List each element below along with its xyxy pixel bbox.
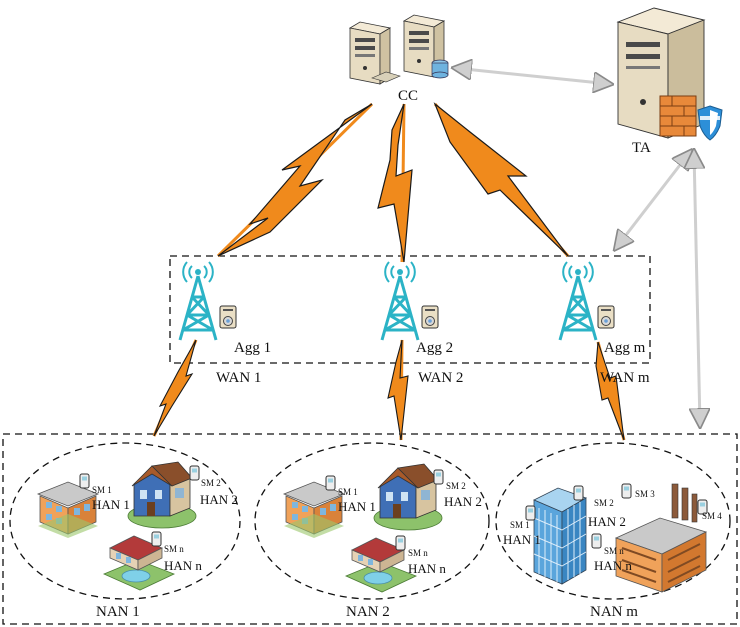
nan-m-meter-n-icon xyxy=(591,533,602,549)
nan-2-house-1-icon xyxy=(283,481,345,539)
ta-aggm-link-arrow xyxy=(616,152,690,248)
database-icon xyxy=(431,59,449,79)
wan-1-label: WAN 1 xyxy=(216,370,261,386)
nan-1-meter-1-icon xyxy=(79,473,90,489)
nan-1-meter-2-icon xyxy=(189,465,200,481)
nan-1-house-1-icon xyxy=(37,481,99,539)
cc-ta-link-arrow xyxy=(455,68,610,84)
nan-1-region xyxy=(9,442,241,600)
nan-m-sm-4-label: SM 4 xyxy=(702,511,722,521)
nan-m-sm-1-label: SM 1 xyxy=(510,520,530,530)
nan-2-han-n-label: HAN n xyxy=(408,561,446,576)
agg-2-tower-icon xyxy=(380,260,420,342)
nan-2-han-2-label: HAN 2 xyxy=(444,494,482,509)
wireless-link-agg2-nan2 xyxy=(387,339,409,441)
ta-nan-link-arrow xyxy=(694,152,700,425)
agg-m-box-icon xyxy=(597,305,615,329)
nan-m-sm-2-label: SM 2 xyxy=(594,498,614,508)
wireless-link-agg1-nan1 xyxy=(152,339,198,437)
nan-1-label: NAN 1 xyxy=(96,604,140,620)
nan-1-han-2-label: HAN 2 xyxy=(200,492,238,507)
cc-label: CC xyxy=(398,88,418,104)
nan-m-factory-icon xyxy=(615,483,707,593)
nan-m-meter-2-icon xyxy=(573,485,584,501)
agg-2-box-icon xyxy=(421,305,439,329)
aggregator-layer-box xyxy=(169,255,651,364)
nan-1-han-n-label: HAN n xyxy=(164,558,202,573)
agg-1-box-icon xyxy=(219,305,237,329)
nan-1-han-1-label: HAN 1 xyxy=(92,497,130,512)
nan-m-meter-1-icon xyxy=(525,505,536,521)
nan-2-house-2-icon xyxy=(373,463,443,531)
nan-2-sm-2-label: SM 2 xyxy=(446,481,466,491)
ta-label: TA xyxy=(632,140,651,156)
nan-m-sm-n-label: SM n xyxy=(604,546,624,556)
nan-2-meter-2-icon xyxy=(433,469,444,485)
wireless-link-cc-aggm xyxy=(433,102,570,257)
nan-m-sm-3-label: SM 3 xyxy=(635,489,655,499)
wireless-link-aggm-nanm xyxy=(595,341,626,441)
nan-2-meter-n-icon xyxy=(395,535,406,551)
nan-2-region xyxy=(254,442,490,600)
firewall-icon xyxy=(659,95,697,137)
nan-layer-box xyxy=(2,433,738,625)
nan-1-sm-2-label: SM 2 xyxy=(201,478,221,488)
nan-1-sm-n-label: SM n xyxy=(164,544,184,554)
nan-2-han-1-label: HAN 1 xyxy=(338,499,376,514)
wireless-link-cc-agg2 xyxy=(377,103,413,263)
keyboard-icon xyxy=(371,71,401,83)
nan-m-han-n-label: HAN n xyxy=(594,558,632,573)
nan-2-label: NAN 2 xyxy=(346,604,390,620)
wireless-link-cc-agg1 xyxy=(216,102,374,258)
agg-1-label: Agg 1 xyxy=(234,340,271,356)
nan-m-meter-3-icon xyxy=(621,483,632,499)
agg-m-tower-icon xyxy=(558,260,598,342)
nan-1-house-2-icon xyxy=(127,461,197,529)
nan-m-office-icon xyxy=(533,487,587,585)
nan-1-sm-1-label: SM 1 xyxy=(92,485,112,495)
agg-2-label: Agg 2 xyxy=(416,340,453,356)
nan-m-han-2-label: HAN 2 xyxy=(588,514,626,529)
shield-icon xyxy=(697,105,723,141)
agg-m-label: Agg m xyxy=(604,340,646,356)
nan-m-han-1-label: HAN 1 xyxy=(503,532,541,547)
wan-2-label: WAN 2 xyxy=(418,370,463,386)
nan-2-meter-1-icon xyxy=(325,475,336,491)
nan-2-sm-1-label: SM 1 xyxy=(338,487,358,497)
nan-m-label: NAN m xyxy=(590,604,638,620)
nan-1-meter-n-icon xyxy=(151,531,162,547)
agg-1-tower-icon xyxy=(178,260,218,342)
nan-2-sm-n-label: SM n xyxy=(408,548,428,558)
wan-m-label: WAN m xyxy=(600,370,650,386)
nan-m-region xyxy=(495,442,731,600)
